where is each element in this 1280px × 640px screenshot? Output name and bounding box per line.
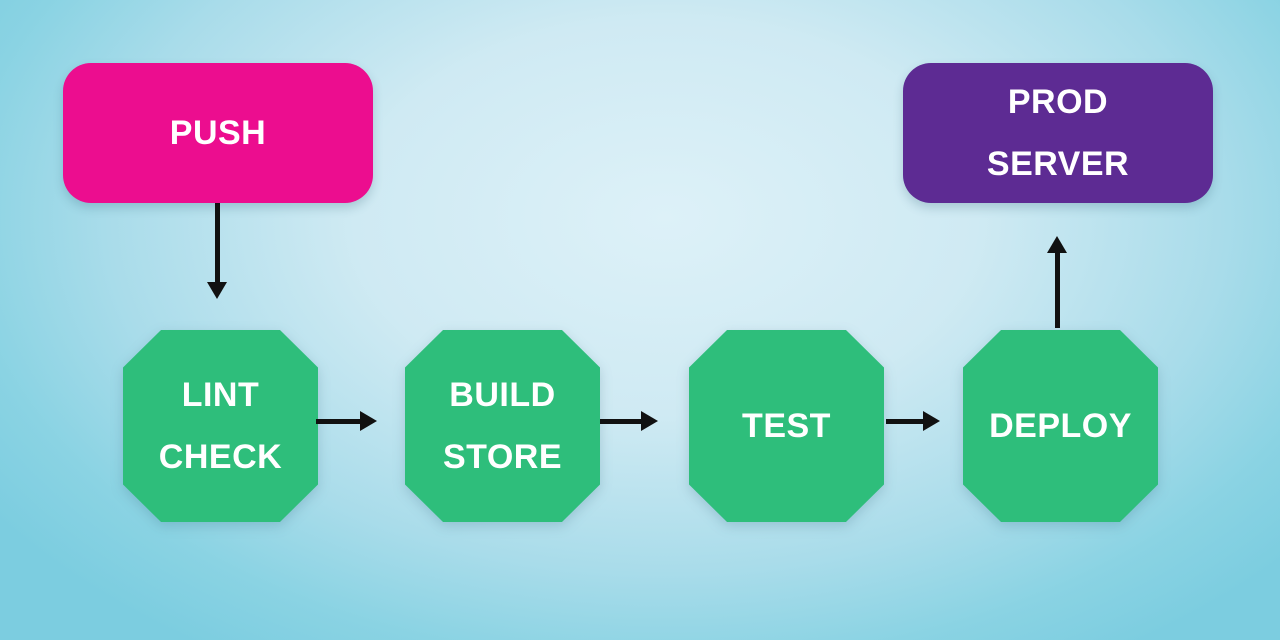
node-push: PUSH: [63, 63, 373, 203]
node-lint-check: LINT CHECK: [123, 330, 318, 522]
arrow-test-to-deploy: [886, 411, 940, 431]
arrow-shaft: [600, 419, 643, 424]
arrow-head-up-icon: [1047, 236, 1067, 253]
arrow-head-right-icon: [923, 411, 940, 431]
node-lint-check-label: LINT CHECK: [158, 376, 283, 476]
arrow-shaft: [886, 419, 925, 424]
octagon-shape: LINT CHECK: [123, 330, 318, 522]
node-prod-server-label: PROD SERVER: [986, 83, 1130, 183]
arrow-build-store-to-test: [600, 411, 658, 431]
arrow-shaft: [215, 203, 220, 284]
arrow-lint-check-to-build-store: [316, 411, 377, 431]
octagon-shape: BUILD STORE: [405, 330, 600, 522]
node-test-label: TEST: [742, 407, 831, 445]
node-build-store: BUILD STORE: [405, 330, 600, 522]
node-deploy: DEPLOY: [963, 330, 1158, 522]
node-build-store-label: BUILD STORE: [442, 376, 562, 476]
arrow-shaft: [316, 419, 362, 424]
arrow-push-to-lint-check: [207, 203, 227, 299]
arrow-head-right-icon: [360, 411, 377, 431]
arrow-shaft: [1055, 251, 1060, 328]
arrow-head-right-icon: [641, 411, 658, 431]
octagon-shape: DEPLOY: [963, 330, 1158, 522]
octagon-shape: TEST: [689, 330, 884, 522]
node-test: TEST: [689, 330, 884, 522]
node-deploy-label: DEPLOY: [989, 407, 1132, 445]
node-prod-server: PROD SERVER: [903, 63, 1213, 203]
arrow-deploy-to-prod-server: [1047, 236, 1067, 328]
node-push-label: PUSH: [169, 114, 267, 152]
arrow-head-down-icon: [207, 282, 227, 299]
